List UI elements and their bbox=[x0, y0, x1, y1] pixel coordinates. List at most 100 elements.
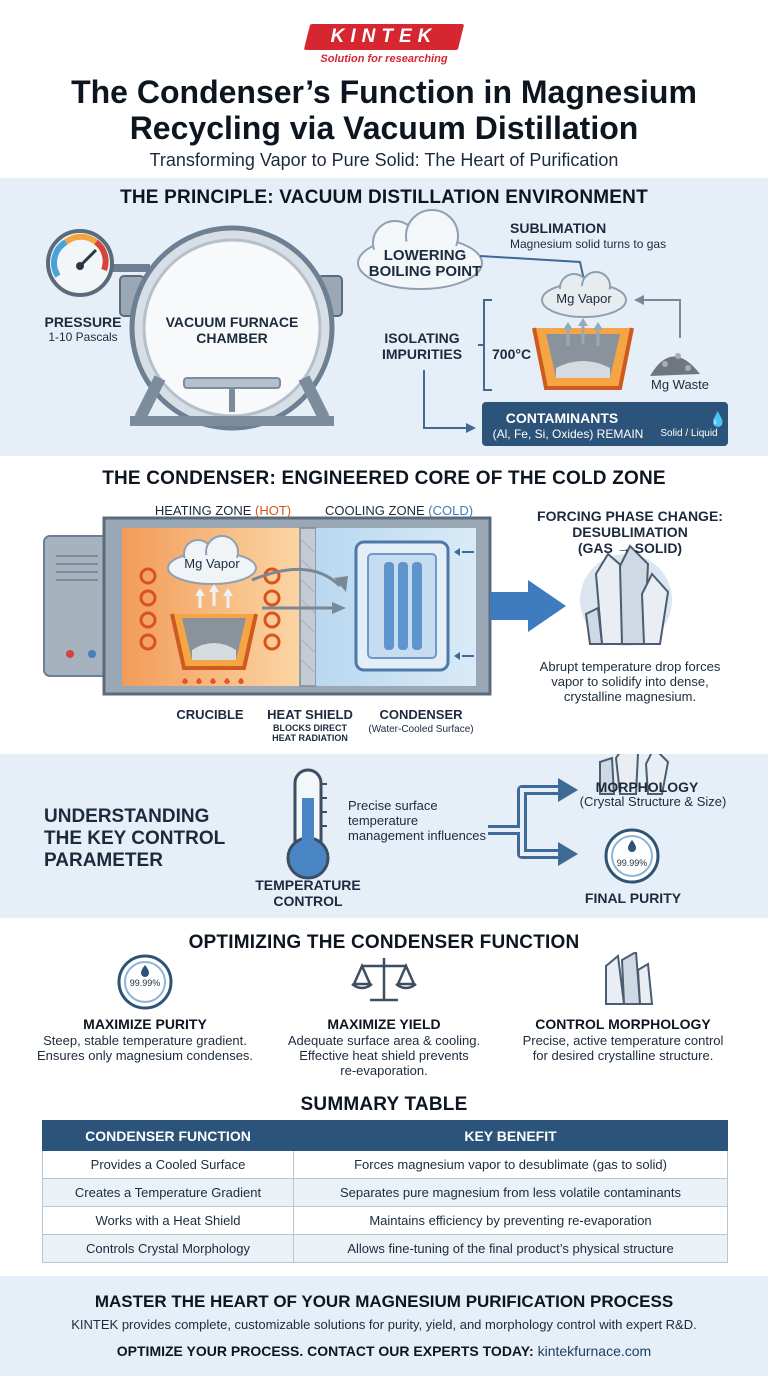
table-row: Controls Crystal Morphology Allows fine-… bbox=[42, 1234, 728, 1263]
control-title-3: PARAMETER bbox=[44, 850, 163, 871]
cooling-zone-text: COOLING ZONE bbox=[324, 503, 425, 518]
mg-waste-label: Mg Waste bbox=[650, 377, 710, 392]
opt-desc-morphology: Precise, active temperature control for … bbox=[498, 1033, 748, 1063]
pressure-label: PRESSURE bbox=[44, 314, 122, 330]
control-title-2: THE KEY CONTROL bbox=[44, 828, 226, 849]
condenser-title: THE CONDENSER: ENGINEERED CORE OF THE CO… bbox=[102, 468, 666, 489]
control-diagram bbox=[286, 754, 670, 884]
purity-badge: 99.99% bbox=[616, 858, 648, 868]
table-header-function: CONDENSER FUNCTION bbox=[42, 1120, 294, 1151]
page-subtitle: Transforming Vapor to Pure Solid: The He… bbox=[149, 150, 619, 170]
table-cell: Creates a Temperature Gradient bbox=[42, 1178, 294, 1207]
opt-desc-yield: Adequate surface area & cooling. Effecti… bbox=[270, 1033, 498, 1078]
opt-desc-purity-2: Ensures only magnesium condenses. bbox=[36, 1048, 254, 1063]
crystal-icon bbox=[580, 544, 672, 646]
cta-text: OPTIMIZE YOUR PROCESS. CONTACT OUR EXPER… bbox=[116, 1343, 534, 1359]
phase-desc-2: vapor to solidify into dense, bbox=[551, 674, 709, 689]
optimizing-title: OPTIMIZING THE CONDENSER FUNCTION bbox=[188, 932, 580, 953]
opt-title-morphology: CONTROL MORPHOLOGY bbox=[535, 1016, 711, 1032]
pressure-gauge-icon bbox=[46, 229, 150, 297]
heating-coils bbox=[139, 567, 281, 651]
opt-title-purity: MAXIMIZE PURITY bbox=[83, 1016, 207, 1032]
table-cell: Separates pure magnesium from less volat… bbox=[293, 1178, 728, 1207]
vapor-cloud-icon bbox=[167, 535, 257, 585]
opt-desc-morphology-1: Precise, active temperature control bbox=[522, 1033, 724, 1048]
cta-section bbox=[0, 1276, 768, 1376]
principle-title: THE PRINCIPLE: VACUUM DISTILLATION ENVIR… bbox=[120, 187, 648, 208]
contaminants-desc: (Al, Fe, Si, Oxides) REMAIN bbox=[492, 427, 644, 441]
condenser-note: (Water-Cooled Surface) bbox=[368, 724, 474, 735]
logo-text: KINTEK bbox=[330, 26, 438, 47]
cta-line: OPTIMIZE YOUR PROCESS. CONTACT OUR EXPER… bbox=[0, 1343, 768, 1359]
heat-shield-note-1: BLOCKS DIRECT bbox=[273, 723, 347, 733]
table-row: Creates a Temperature Gradient Separates… bbox=[42, 1178, 728, 1207]
pressure-value: 1-10 Pascals bbox=[48, 330, 118, 344]
principle-diagram: 💧 bbox=[46, 209, 728, 446]
opt-title-yield: MAXIMIZE YIELD bbox=[327, 1016, 441, 1032]
control-title: UNDERSTANDING THE KEY CONTROL PARAMETER bbox=[44, 806, 244, 872]
table-cell: Forces magnesium vapor to desublimate (g… bbox=[293, 1150, 728, 1179]
thermometer-icon bbox=[286, 768, 330, 880]
flame-icon bbox=[182, 678, 244, 684]
control-title-1: UNDERSTANDING bbox=[44, 806, 210, 827]
svg-text:💧: 💧 bbox=[709, 411, 726, 428]
cta-title: MASTER THE HEART OF YOUR MAGNESIUM PURIF… bbox=[94, 1292, 674, 1311]
logo-tagline: Solution for researching bbox=[320, 53, 448, 65]
table-cell: Works with a Heat Shield bbox=[42, 1206, 294, 1235]
cold-tag: (COLD) bbox=[428, 503, 474, 518]
opt-desc-purity: Steep, stable temperature gradient. Ensu… bbox=[20, 1033, 270, 1063]
crystal-icon bbox=[605, 952, 654, 1005]
page-title: The Condenser’s Function in Magnesium Re… bbox=[0, 74, 768, 146]
control-desc-1: Precise surface bbox=[348, 798, 438, 813]
morphology-desc: (Crystal Structure & Size) bbox=[579, 794, 727, 809]
chamber-label-1: VACUUM FURNACE bbox=[165, 314, 299, 330]
temp-label-2: CONTROL bbox=[273, 893, 343, 909]
solid-liquid-label: Solid / Liquid bbox=[660, 428, 718, 439]
opt-desc-yield-3: re-evaporation. bbox=[340, 1063, 428, 1078]
title-line-1: The Condenser’s Function in Magnesium bbox=[71, 74, 697, 110]
opt-desc-yield-1: Adequate surface area & cooling. bbox=[287, 1033, 481, 1048]
phase-title-2: DESUBLIMATION bbox=[572, 524, 688, 540]
table-header-row: CONDENSER FUNCTION KEY BENEFIT bbox=[42, 1120, 728, 1151]
arrow-icon bbox=[479, 255, 585, 281]
title-line-2: Recycling via Vacuum Distillation bbox=[129, 110, 639, 146]
heat-shield-note-2: HEAT RADIATION bbox=[272, 733, 348, 743]
table-row: Provides a Cooled Surface Forces magnesi… bbox=[42, 1150, 728, 1179]
cooling-zone-label: COOLING ZONE (COLD) bbox=[314, 503, 484, 519]
table-cell: Maintains efficiency by preventing re-ev… bbox=[293, 1206, 728, 1235]
summary-title: SUMMARY TABLE bbox=[300, 1094, 468, 1115]
morphology-crystal-icon bbox=[599, 754, 670, 795]
vacuum-chamber-icon bbox=[119, 225, 343, 431]
arrow-icon bbox=[251, 567, 342, 588]
crucible-label: CRUCIBLE bbox=[176, 707, 244, 722]
phase-title-1: FORCING PHASE CHANGE: bbox=[537, 508, 723, 524]
table-cell: Controls Crystal Morphology bbox=[42, 1234, 294, 1263]
cloud-icon bbox=[357, 209, 483, 290]
mg-vapor-label: Mg Vapor bbox=[556, 291, 612, 306]
big-arrow-icon bbox=[490, 580, 566, 632]
phase-desc-1: Abrupt temperature drop forces bbox=[539, 659, 721, 674]
control-desc-3: management influences bbox=[348, 828, 487, 843]
sublimation-title: SUBLIMATION bbox=[510, 220, 607, 236]
contaminants-title: CONTAMINANTS bbox=[505, 410, 619, 426]
condenser-label: CONDENSER bbox=[379, 707, 463, 722]
purity-badge-icon bbox=[117, 954, 173, 1010]
sublimation-desc: Magnesium solid turns to gas bbox=[510, 237, 667, 251]
summary-table: CONDENSER FUNCTION KEY BENEFIT Provides … bbox=[42, 1120, 728, 1263]
contaminants-box bbox=[482, 402, 728, 446]
isolating-label-1: ISOLATING bbox=[384, 330, 460, 346]
table-cell: Provides a Cooled Surface bbox=[42, 1150, 294, 1179]
table-row: Works with a Heat Shield Maintains effic… bbox=[42, 1206, 728, 1235]
isolating-label-2: IMPURITIES bbox=[381, 346, 463, 362]
crucible-icon bbox=[170, 584, 258, 670]
cloud-label-1: LOWERING bbox=[383, 247, 467, 264]
heat-shield-label: HEAT SHIELD bbox=[267, 707, 353, 722]
table-cell: Allows fine-tuning of the final product’… bbox=[293, 1234, 728, 1263]
crucible-icon bbox=[532, 318, 634, 390]
website-link[interactable]: kintekfurnace.com bbox=[537, 1343, 652, 1359]
phase-title-3: (GAS → SOLID) bbox=[577, 540, 683, 556]
mg-vapor-label-2: Mg Vapor bbox=[184, 556, 240, 571]
cta-desc: KINTEK provides complete, customizable s… bbox=[71, 1317, 697, 1332]
condenser-diagram bbox=[43, 516, 672, 696]
control-desc-2: temperature bbox=[348, 813, 419, 828]
